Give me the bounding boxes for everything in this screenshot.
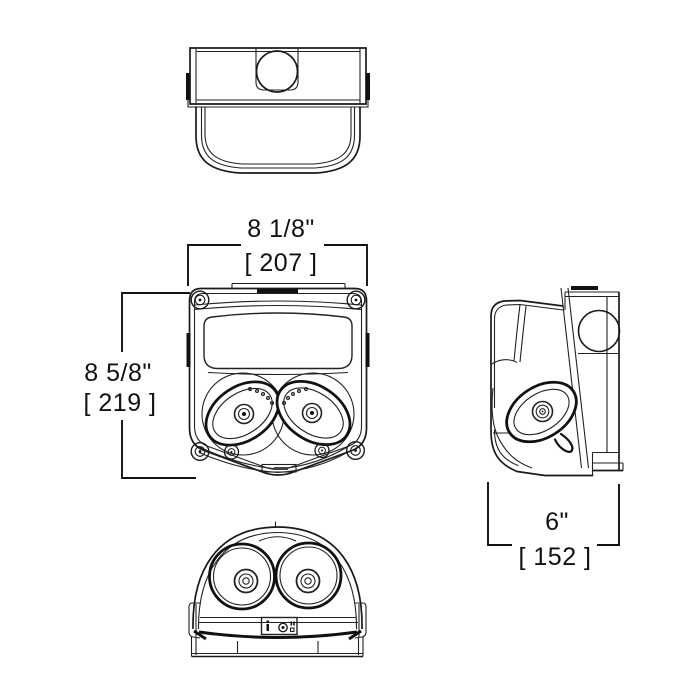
dimension-width: 8 1/8" [ 207 ] [187, 215, 368, 286]
right-gasket-mark [365, 333, 370, 367]
certification-label [260, 616, 298, 636]
top-gasket-mark [257, 289, 298, 293]
side-view [490, 286, 624, 477]
corner-screws [190, 290, 366, 462]
right-ear [348, 602, 367, 641]
housing-outline [188, 287, 368, 476]
dome-outline [192, 526, 363, 630]
dim-depth-inches: 6" [545, 508, 569, 536]
left-ear [188, 602, 207, 641]
bowl-outer [195, 106, 361, 174]
right-head-bottom [274, 541, 343, 610]
left-edge-mark [186, 73, 190, 100]
left-gasket-mark [186, 333, 191, 367]
dome-knob [255, 50, 299, 93]
spray-head-profile [505, 380, 578, 453]
cover-window [203, 312, 353, 370]
dim-height-mm: [ 219 ] [84, 389, 157, 417]
dim-depth-mm: [ 152 ] [519, 543, 592, 571]
front-view [186, 282, 370, 476]
top-view [186, 47, 370, 174]
dome-recess [255, 48, 299, 91]
left-nozzle [233, 403, 255, 425]
dimension-depth: 6" [ 152 ] [487, 482, 620, 571]
spray-perforations [248, 387, 309, 406]
mounting-foot [591, 451, 624, 476]
base-skirt [190, 637, 364, 658]
bottom-tab [261, 463, 297, 473]
dimension-height: 8 5/8" [ 219 ] [84, 292, 196, 479]
dome-knob-profile [577, 309, 621, 353]
dim-width-inches: 8 1/8" [247, 215, 314, 243]
right-edge-mark [366, 73, 370, 100]
right-nozzle [301, 402, 323, 424]
bottom-view [188, 521, 367, 658]
dim-width-mm: [ 207 ] [245, 249, 318, 277]
left-head-bottom [208, 542, 276, 611]
dim-height-inches: 8 5/8" [84, 359, 151, 387]
